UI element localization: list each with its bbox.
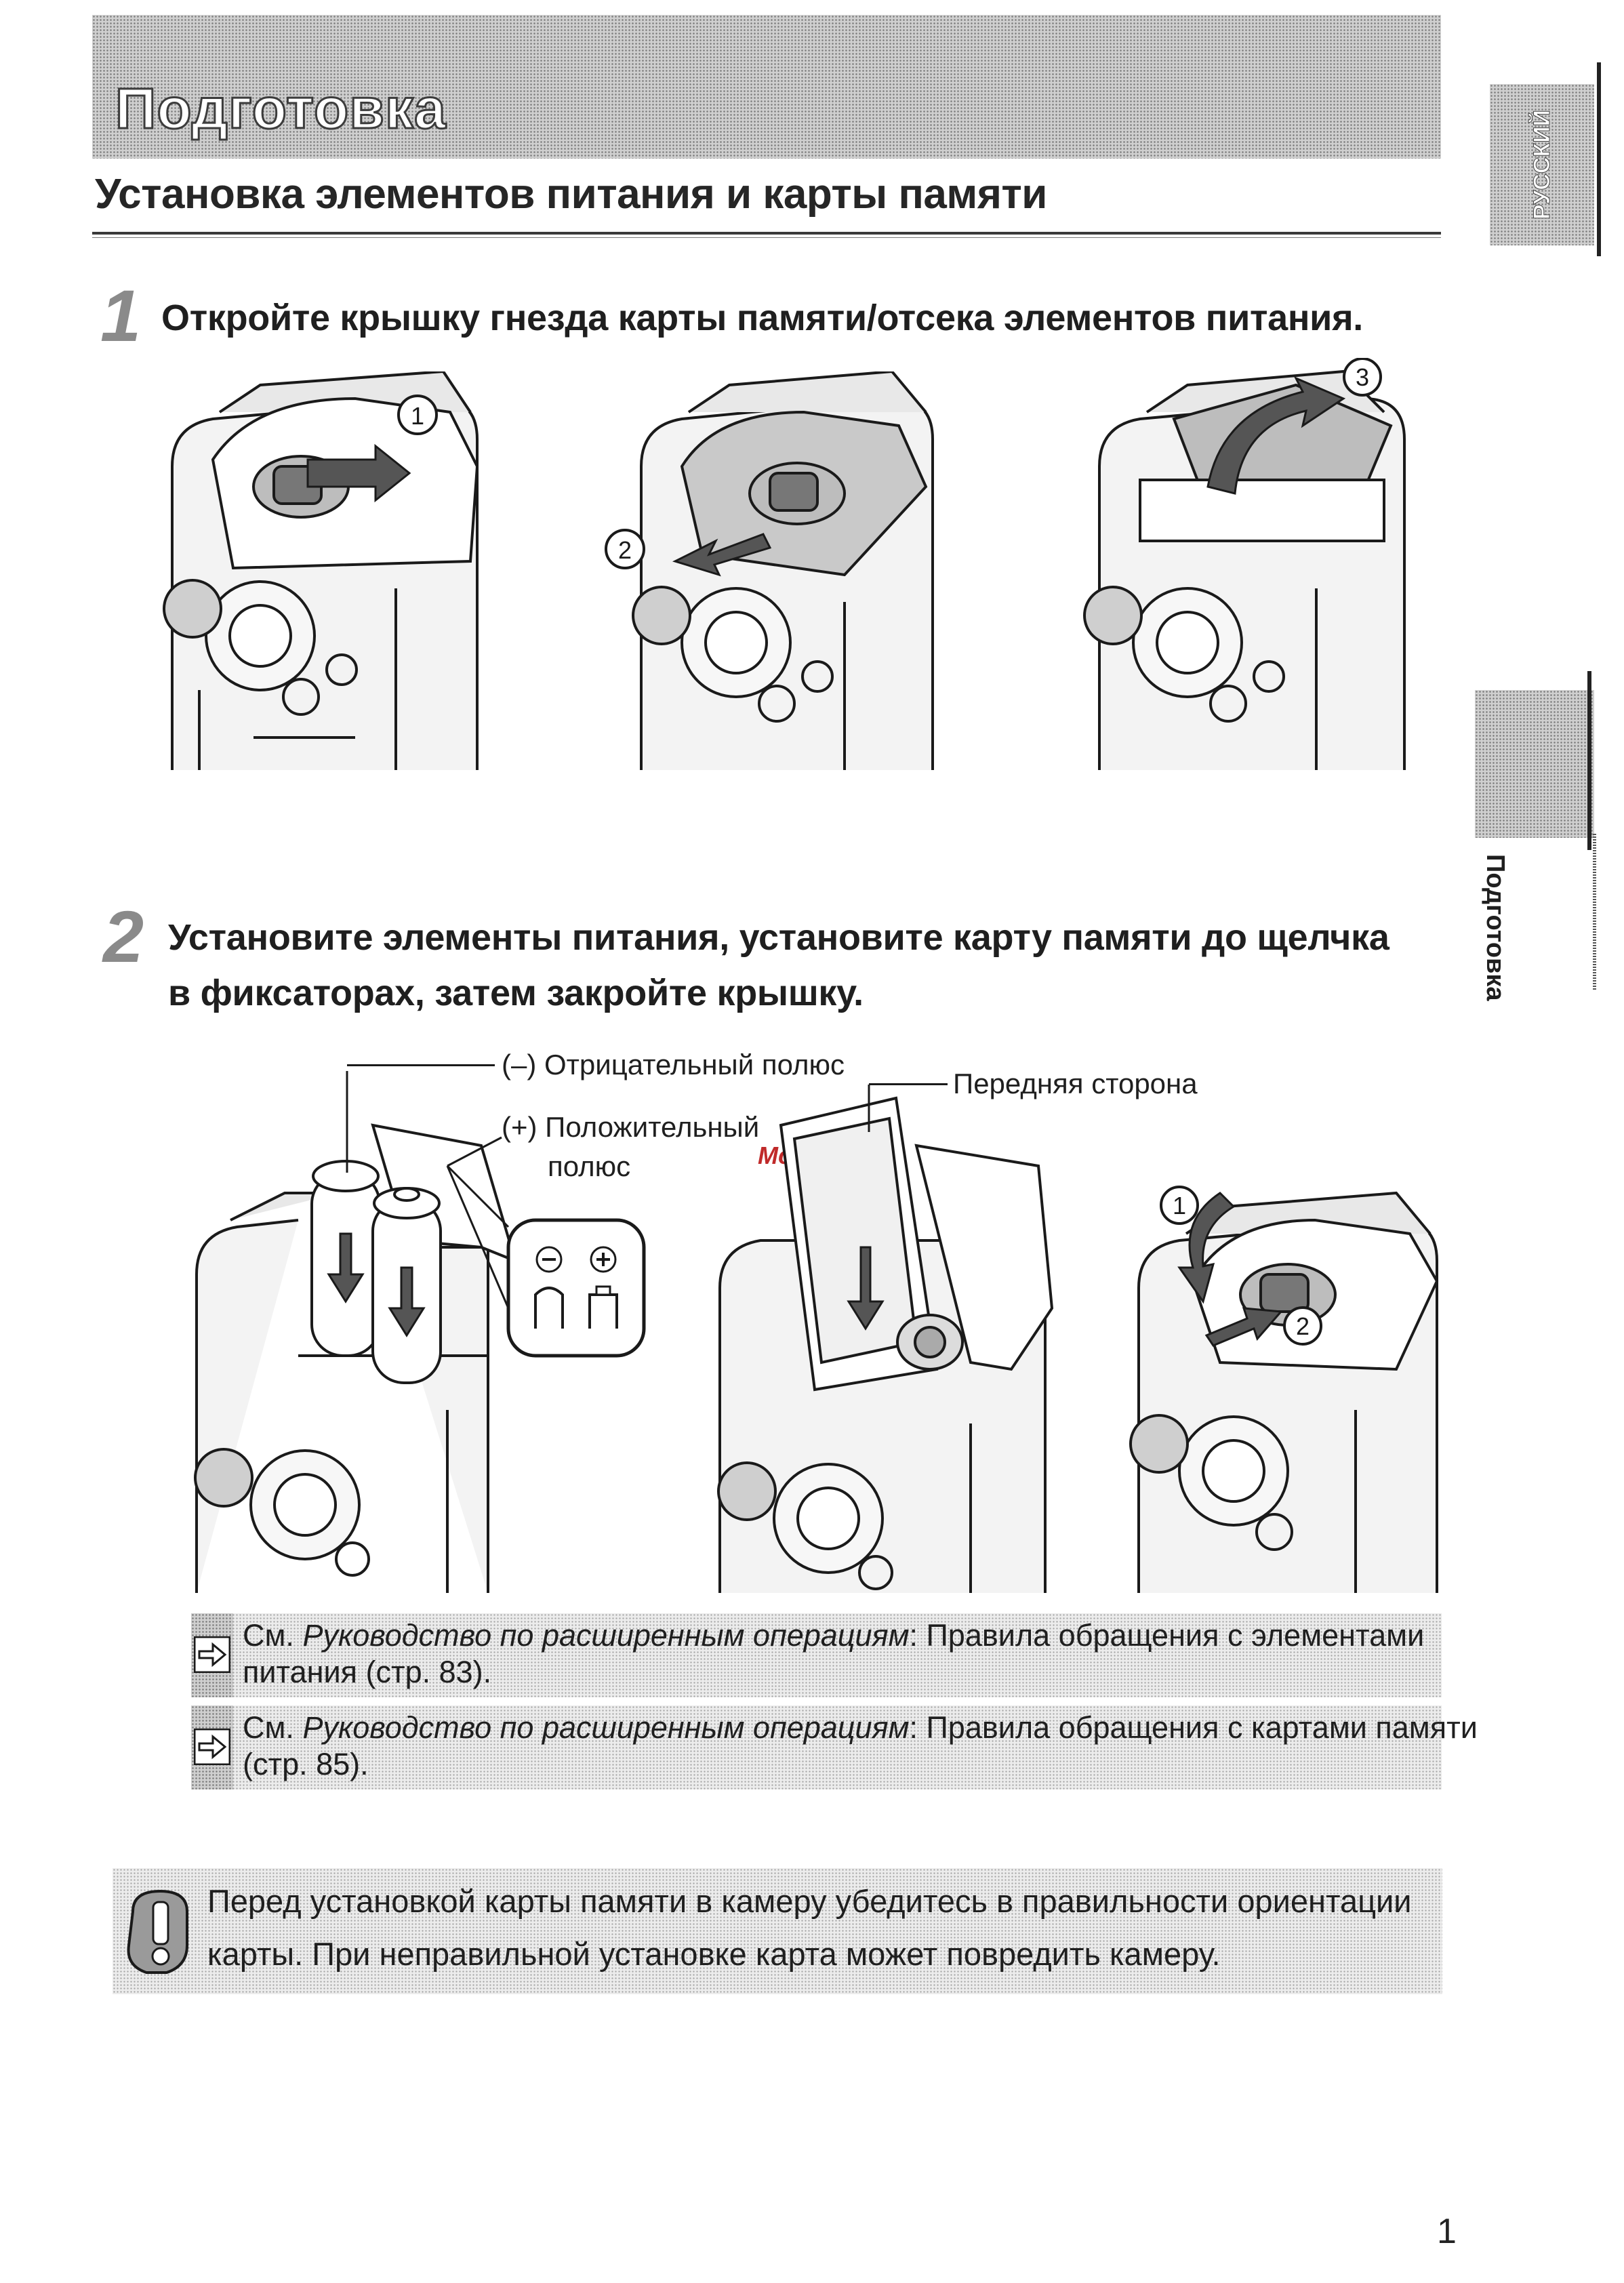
marker-3: 3: [1356, 363, 1369, 391]
caution-hand-icon: [127, 1889, 188, 1974]
callout-positive-pole-line1: (+) Положительный: [502, 1111, 760, 1143]
section-tab: [1475, 690, 1594, 838]
info-text-batteries-line2: питания (стр. 83).: [243, 1655, 492, 1689]
marker-1: 1: [411, 402, 424, 430]
caution-text: Перед установкой карты памяти в камеру у…: [207, 1875, 1421, 1981]
section-rule: [92, 232, 1441, 235]
section-side-label: Подготовка: [1481, 854, 1509, 1001]
arrow-reference-icon: [194, 1636, 230, 1673]
info-box-cards: [191, 1705, 1442, 1790]
step-2-text-line1: Установите элементы питания, установите …: [168, 917, 1389, 958]
info-text-cards-line2: (стр. 85).: [243, 1747, 369, 1781]
camera-illustration-batteries: [194, 1071, 646, 1593]
camera-illustration-open-lift: 2: [605, 371, 934, 770]
caution-text-line2: карты. При неправильной установке карта …: [207, 1936, 1221, 1972]
section-title: Установка элементов питания и карты памя…: [95, 171, 1047, 218]
chapter-title: Подготовка: [115, 77, 447, 140]
step-1-text: Откройте крышку гнезда карты памяти/отсе…: [161, 298, 1363, 338]
caution-text-line1: Перед установкой карты памяти в камеру у…: [207, 1883, 1412, 1919]
page-number: 1: [1437, 2212, 1457, 2251]
marker-2: 2: [618, 536, 632, 564]
marker-1: 1: [1173, 1192, 1186, 1219]
language-tab-label: РУССКИЙ: [1529, 109, 1556, 220]
section-rule-thin: [92, 237, 1441, 238]
marker-2: 2: [1296, 1312, 1310, 1340]
arrow-reference-icon: [194, 1729, 230, 1765]
info-box-batteries: [191, 1613, 1442, 1697]
section-tab-bar: [1587, 671, 1591, 850]
step-2-text-line2: в фиксаторах, затем закройте крышку.: [168, 973, 864, 1013]
language-tab: [1490, 84, 1594, 245]
step-2-number: 2: [103, 895, 144, 977]
callout-positive-pole-line2: полюс: [548, 1150, 631, 1182]
language-tab-bar: [1597, 62, 1601, 256]
callout-front-side: Передняя сторона: [953, 1068, 1198, 1099]
info-text-cards-line1: См. Руководство по расширенным операциям…: [243, 1710, 1478, 1745]
camera-illustration-open-slide: 1: [163, 371, 479, 770]
callout-line-front: [869, 1083, 948, 1085]
camera-illustration-close-cover: 1 2: [1129, 1186, 1439, 1593]
callout-line-negative: [347, 1064, 495, 1066]
camera-illustration-open-flip: 3: [1083, 358, 1406, 770]
header-band: [92, 15, 1441, 159]
caution-box: [113, 1868, 1442, 1994]
step-1-number: 1: [100, 275, 142, 357]
camera-illustration-memory-card: [717, 1085, 1054, 1593]
callout-negative-pole: (–) Отрицательный полюс: [502, 1049, 845, 1080]
side-hatch: [1593, 834, 1596, 990]
info-text-batteries-line1: См. Руководство по расширенным операциям…: [243, 1618, 1425, 1653]
